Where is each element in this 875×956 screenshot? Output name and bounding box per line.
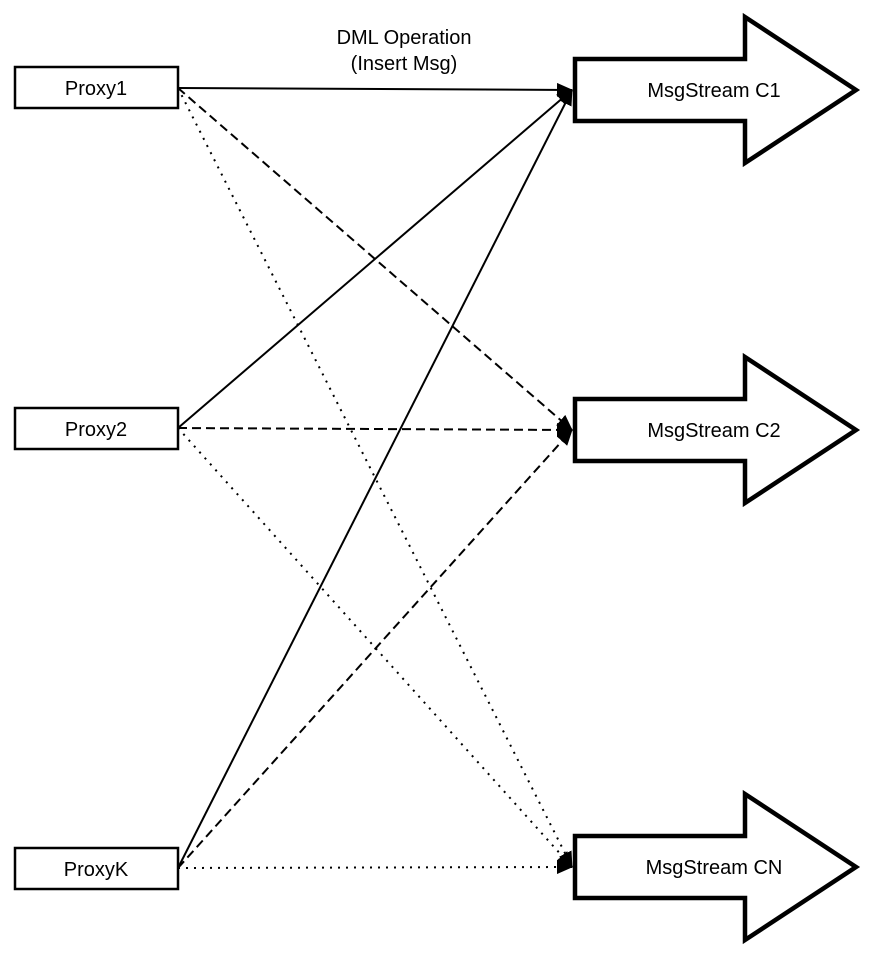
edge-proxyK-c1 bbox=[177, 89, 573, 869]
stream-node-c1: MsgStream C1 bbox=[572, 12, 861, 168]
proxy-node-proxy2: Proxy2 bbox=[13, 406, 180, 451]
proxy2-label: Proxy2 bbox=[65, 419, 127, 441]
proxy2-box bbox=[13, 406, 180, 451]
diagram-title-line1: DML Operation bbox=[337, 27, 472, 49]
proxy1-label: Proxy1 bbox=[65, 78, 127, 100]
edge-proxy1-c1 bbox=[177, 82, 573, 97]
stream-node-cn: MsgStream CN bbox=[572, 789, 861, 945]
proxyK-box bbox=[13, 846, 180, 891]
edge-proxy2-c2 bbox=[177, 422, 573, 437]
edge-proxyK-cn bbox=[177, 860, 573, 875]
msgstream-c2-label: MsgStream C2 bbox=[647, 420, 780, 442]
proxy-node-proxyK: ProxyK bbox=[13, 846, 180, 891]
msgstream-c1-arrow bbox=[572, 12, 861, 168]
edge-proxy1-c2 bbox=[177, 87, 573, 431]
proxyK-label: ProxyK bbox=[64, 859, 129, 881]
proxy1-box bbox=[13, 65, 180, 110]
msgstream-c1-label: MsgStream C1 bbox=[647, 80, 780, 102]
diagram-title-line2: (Insert Msg) bbox=[351, 53, 458, 75]
msgstream-cn-label: MsgStream CN bbox=[646, 857, 783, 879]
edge-proxy1-cn bbox=[177, 87, 573, 868]
msgstream-c2-arrow bbox=[572, 352, 861, 508]
edges-layer bbox=[177, 82, 573, 875]
msgstream-cn-arrow bbox=[572, 789, 861, 945]
stream-node-c2: MsgStream C2 bbox=[572, 352, 861, 508]
edge-proxyK-c2 bbox=[177, 429, 573, 869]
proxy-node-proxy1: Proxy1 bbox=[13, 65, 180, 110]
